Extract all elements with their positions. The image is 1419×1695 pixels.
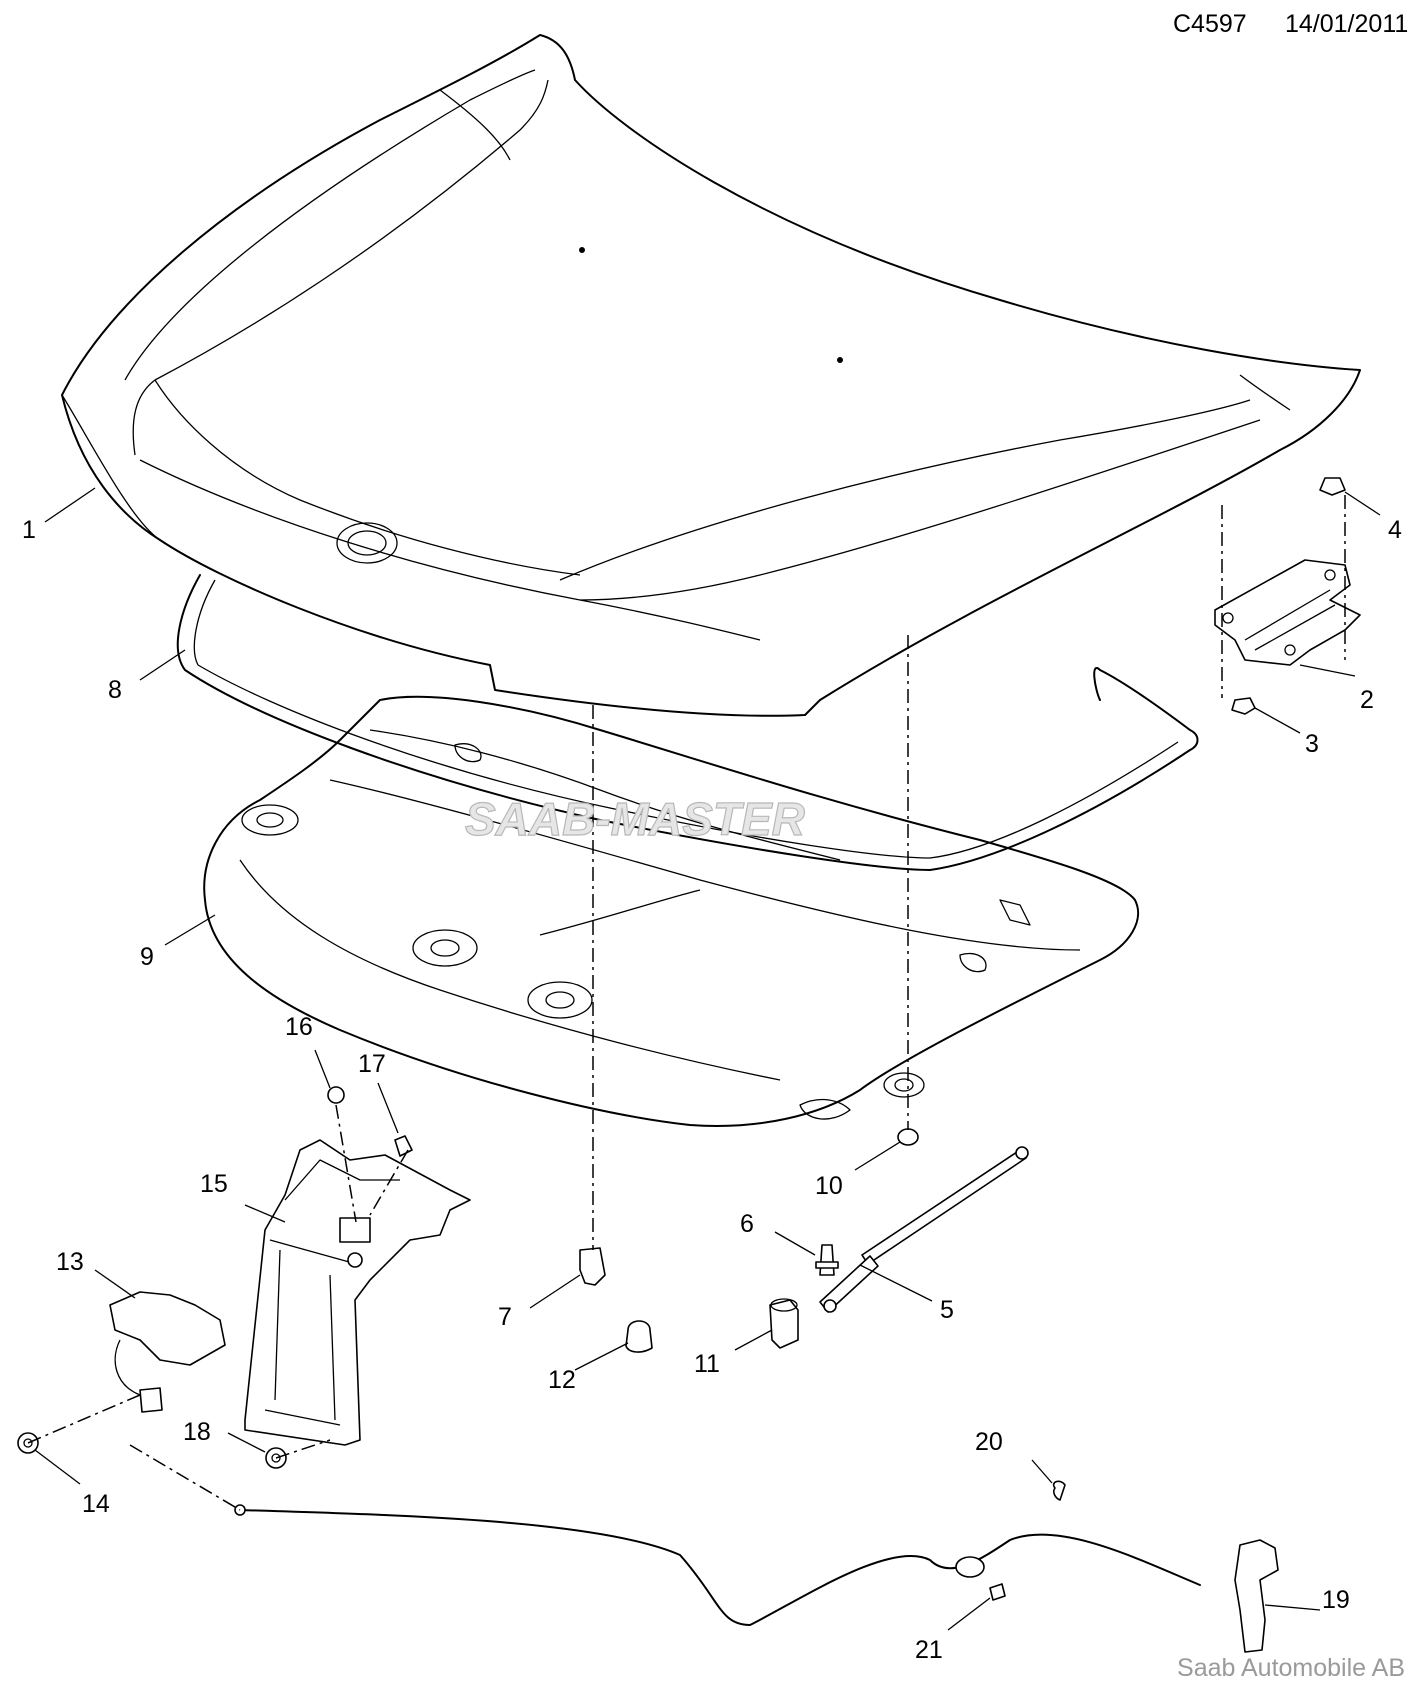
footer-copyright: Saab Automobile AB <box>1177 1654 1405 1682</box>
grommet <box>897 1128 919 1146</box>
release-cable <box>234 1504 1201 1626</box>
callout-12: 12 <box>548 1366 576 1394</box>
callout-7: 7 <box>498 1303 512 1331</box>
callout-1: 1 <box>22 516 36 544</box>
callout-10: 10 <box>815 1172 843 1200</box>
hinge-nut <box>1231 697 1256 715</box>
lock-carrier-bracket <box>244 1139 471 1446</box>
callout-18: 18 <box>183 1418 211 1446</box>
assembly-lines <box>27 495 1346 1511</box>
callout-5: 5 <box>940 1296 954 1324</box>
bracket-screw-side <box>394 1135 413 1157</box>
callout-3: 3 <box>1305 730 1319 758</box>
drawing-date: 14/01/2011 <box>1285 10 1409 38</box>
release-handle <box>1234 1539 1279 1653</box>
callout-6: 6 <box>740 1210 754 1238</box>
callout-17: 17 <box>358 1050 386 1078</box>
cable-clip-20 <box>1052 1480 1066 1501</box>
callout-11: 11 <box>694 1350 720 1378</box>
callout-13: 13 <box>56 1248 84 1276</box>
callout-leaders <box>34 487 1381 1631</box>
callouts: 1 2 3 4 5 6 7 8 9 10 11 12 13 14 15 16 1… <box>22 516 1402 1664</box>
rubber-buffer <box>579 1247 606 1286</box>
gas-strut <box>819 1146 1029 1313</box>
callout-2: 2 <box>1360 686 1374 714</box>
bracket-screw-top <box>327 1086 345 1104</box>
hood-hinge <box>1214 559 1361 666</box>
hood-panel <box>61 34 1361 717</box>
hood-lock <box>109 1291 226 1413</box>
callout-8: 8 <box>108 676 122 704</box>
insulation-pad <box>203 695 1140 1127</box>
callout-16: 16 <box>285 1013 313 1041</box>
hood-seal <box>176 574 1199 871</box>
cable-clip-21 <box>989 1583 1006 1601</box>
hinge-bolt <box>1319 477 1346 496</box>
rubber-stop <box>625 1320 653 1353</box>
callout-21: 21 <box>915 1636 943 1664</box>
ball-stud <box>815 1244 839 1276</box>
callout-19: 19 <box>1322 1586 1350 1614</box>
adjustable-stop <box>769 1298 799 1349</box>
drawing-id: C4597 <box>1173 10 1247 38</box>
callout-9: 9 <box>140 943 154 971</box>
watermark: SAAB-MASTER <box>465 793 805 845</box>
callout-14: 14 <box>82 1490 110 1518</box>
callout-4: 4 <box>1388 516 1402 544</box>
callout-20: 20 <box>975 1428 1003 1456</box>
callout-15: 15 <box>200 1170 228 1198</box>
